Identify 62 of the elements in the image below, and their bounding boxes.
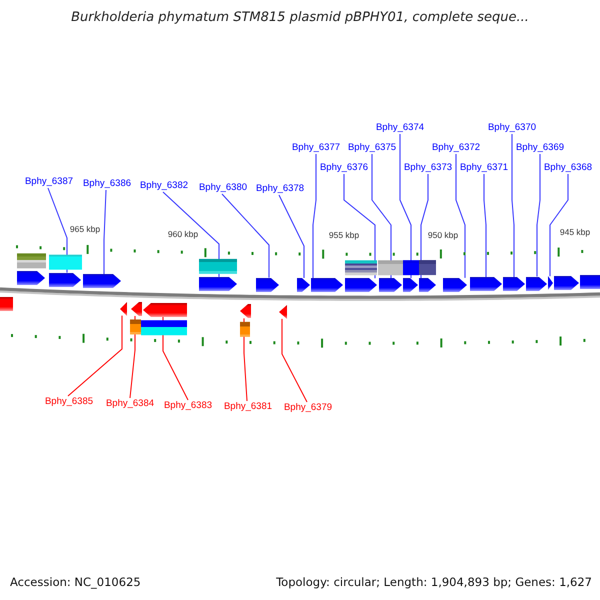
leader-line (456, 154, 466, 278)
gene-label: Bphy_6375 (348, 142, 396, 154)
gene-label: Bphy_6384 (106, 398, 154, 410)
gene-label: Bphy_6383 (164, 400, 212, 412)
scale-label: 955 kbp (328, 230, 360, 240)
leader-line (282, 318, 308, 402)
gene-label: Bphy_6381 (224, 401, 272, 413)
gene-label: Bphy_6386 (82, 178, 132, 190)
gene-block (0, 297, 13, 312)
leader-line (222, 194, 270, 278)
scale-label: 945 kbp (560, 227, 590, 237)
gene-label: Bphy_6382 (140, 180, 188, 192)
leader-line (550, 174, 568, 277)
leader-line (130, 316, 136, 398)
gene-block (403, 278, 418, 292)
gene-label: Bphy_6368 (544, 162, 592, 174)
gene-label: Bphy_6377 (292, 142, 340, 154)
leader-line (104, 190, 106, 274)
leader-line (420, 174, 428, 279)
leader-line (244, 318, 248, 402)
gene-block (83, 274, 121, 288)
gene-label: Bphy_6379 (284, 402, 332, 414)
gene-label: Bphy_6374 (376, 122, 424, 134)
leader-line (484, 174, 486, 278)
gene-block (256, 278, 279, 292)
gene-label: Bphy_6373 (404, 162, 452, 174)
scale-label: 960 kbp (168, 228, 198, 238)
leader-line (372, 154, 392, 279)
leader-line (512, 134, 514, 278)
gene-label: Bphy_6371 (460, 162, 508, 174)
gene-label: Bphy_6380 (198, 182, 248, 194)
gene-block (279, 304, 287, 319)
gene-block (379, 278, 402, 292)
gene-label: Bphy_6369 (516, 142, 564, 154)
gene-block (443, 278, 467, 292)
gene-label: Bphy_6370 (488, 122, 536, 134)
leader-line (344, 174, 376, 279)
gene-label: Bphy_6385 (44, 396, 94, 408)
scale-label: 965 kbp (70, 224, 100, 234)
gene-label: Bphy_6372 (432, 142, 480, 154)
gene-block (503, 276, 525, 291)
gene-label: Bphy_6387 (24, 176, 74, 188)
leader-line (400, 134, 412, 279)
leader-line (312, 154, 316, 279)
gene-block (470, 277, 502, 292)
scale-label: 950 kbp (428, 230, 458, 240)
gene-block (17, 271, 45, 286)
gene-block (120, 302, 127, 316)
leader-line (68, 315, 122, 396)
leader-line (278, 194, 304, 279)
gene-block (49, 272, 81, 287)
accession-text: Accession: NC_010625 (10, 574, 141, 590)
gene-block (345, 278, 377, 292)
gene-block (580, 275, 600, 290)
genome-summary-text: Topology: circular; Length: 1,904,893 bp; Genes: 1,627 (276, 574, 592, 590)
gene-label: Bphy_6376 (320, 162, 368, 174)
gene-block (419, 278, 436, 292)
gene-block (199, 276, 237, 291)
leader-line (536, 154, 540, 278)
gene-block (240, 304, 251, 318)
title: Burkholderia phymatum STM815 plasmid pBPHY01, complete seque... (71, 9, 529, 27)
gene-label: Bphy_6378 (256, 183, 304, 195)
